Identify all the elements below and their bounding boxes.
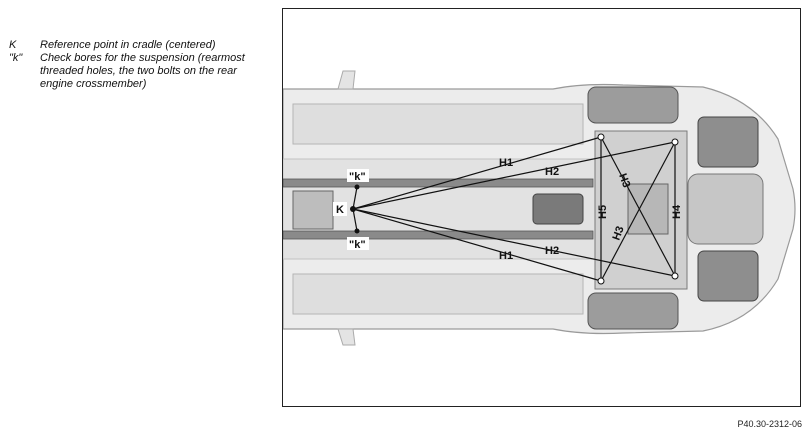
label-k-bottom: "k" — [349, 239, 366, 251]
measuring-point-check-bore-top — [354, 184, 360, 190]
underbody-diagram-frame: K "k" "k" H1 H2 H1 H2 H3 H3 H4 H5 — [282, 8, 801, 407]
measuring-point-rear-back-top — [671, 138, 679, 146]
mirror-top — [337, 70, 356, 90]
label-k: K — [336, 204, 344, 216]
label-h5: H5 — [597, 205, 609, 219]
figure-id: P40.30-2312-06 — [737, 419, 802, 429]
measuring-point-k — [350, 206, 356, 212]
measure-line-h3-top — [600, 136, 676, 277]
exhaust-pipe-top — [283, 178, 594, 188]
mirror-bottom — [337, 328, 356, 346]
legend-item-k-reference: K Reference point in cradle (centered) — [9, 39, 269, 52]
wheel-rear-top — [587, 86, 679, 124]
legend: K Reference point in cradle (centered) "… — [9, 39, 269, 91]
exhaust-pipe-bottom — [283, 230, 594, 240]
measure-line-k-bottom — [352, 208, 358, 232]
legend-key: "k" — [9, 52, 23, 64]
wheel-rear-bottom — [587, 292, 679, 330]
muffler-top — [697, 116, 759, 168]
label-h1-bottom: H1 — [499, 250, 513, 262]
measurement-lines — [352, 136, 676, 282]
measuring-point-rear-back-bottom — [671, 272, 679, 280]
measure-line-h2-bottom — [352, 208, 676, 277]
label-h3-top: H3 — [616, 172, 632, 189]
front-cradle — [292, 190, 334, 230]
label-h2-top: H2 — [545, 166, 559, 178]
measure-line-h2-top — [352, 141, 676, 210]
measure-line-h3-bottom — [600, 141, 676, 282]
muffler-bottom — [697, 250, 759, 302]
legend-item-k-check-bores: "k" Check bores for the suspension (rear… — [9, 52, 269, 91]
label-h4: H4 — [671, 204, 683, 219]
measure-line-k-top — [352, 186, 358, 210]
underbody-diagram: K "k" "k" H1 H2 H1 H2 H3 H3 H4 H5 — [283, 70, 796, 346]
measure-line-h1-bottom — [352, 208, 602, 282]
legend-description: Check bores for the suspension (rearmost… — [40, 52, 245, 90]
center-muffler — [532, 193, 584, 225]
measure-line-h1-top — [352, 136, 602, 210]
measuring-point-rear-front-top — [597, 133, 605, 141]
floor-panel — [292, 273, 584, 315]
diagram-labels: K "k" "k" H1 H2 H1 H2 H3 H3 H4 H5 — [333, 157, 683, 262]
label-k-top: "k" — [349, 171, 366, 183]
legend-description: Reference point in cradle (centered) — [40, 39, 216, 51]
legend-key: K — [9, 39, 17, 51]
measuring-point-rear-front-bottom — [597, 277, 605, 285]
label-h3-bottom: H3 — [611, 225, 627, 242]
label-h1-top: H1 — [499, 157, 513, 169]
floor-panel — [292, 103, 584, 145]
spare-wheel-well — [687, 173, 764, 245]
measuring-point-check-bore-bottom — [354, 228, 360, 234]
label-h2-bottom: H2 — [545, 245, 559, 257]
